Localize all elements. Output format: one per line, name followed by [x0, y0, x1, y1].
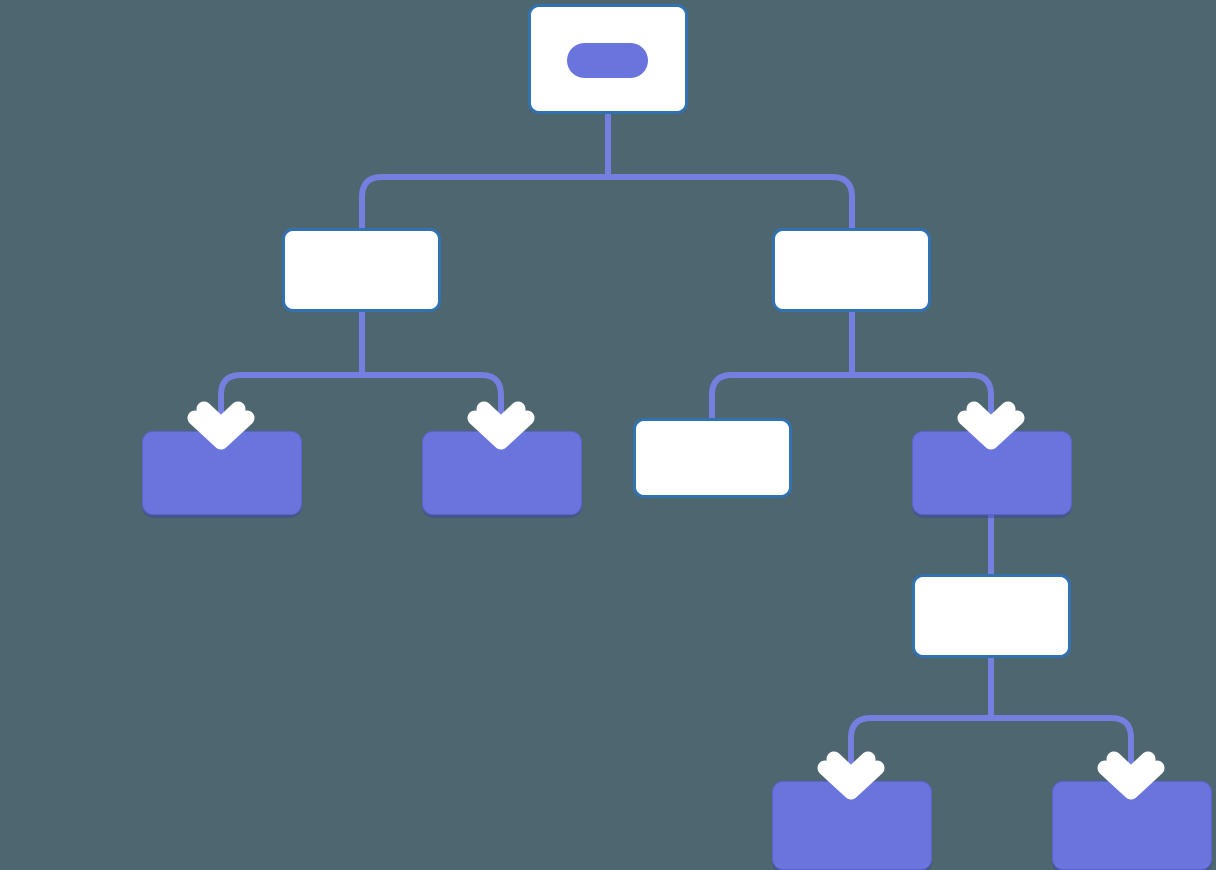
edge-n7-to-n9: [991, 715, 1134, 780]
node-level3-white[interactable]: [912, 574, 1071, 658]
edge-n1-to-n3: [218, 372, 362, 430]
edge-root-to-left: [359, 174, 608, 230]
edge-n1-to-n4: [362, 372, 504, 430]
node-level1-right[interactable]: [772, 228, 931, 312]
node-leaf-3[interactable]: [772, 781, 932, 870]
edge-n2-to-n5: [709, 372, 852, 419]
edge-n7-to-n8: [848, 715, 991, 780]
edge-root-to-right: [608, 174, 855, 230]
node-white-leaf[interactable]: [633, 418, 792, 498]
node-leaf-2[interactable]: [422, 431, 582, 515]
edge-n2-to-n6: [852, 372, 994, 430]
node-leaf-4[interactable]: [1052, 781, 1212, 870]
node-leaf-1[interactable]: [142, 431, 302, 515]
node-branch-right[interactable]: [912, 431, 1072, 515]
node-level1-left[interactable]: [282, 228, 441, 312]
root-pill-shape: [567, 43, 648, 78]
